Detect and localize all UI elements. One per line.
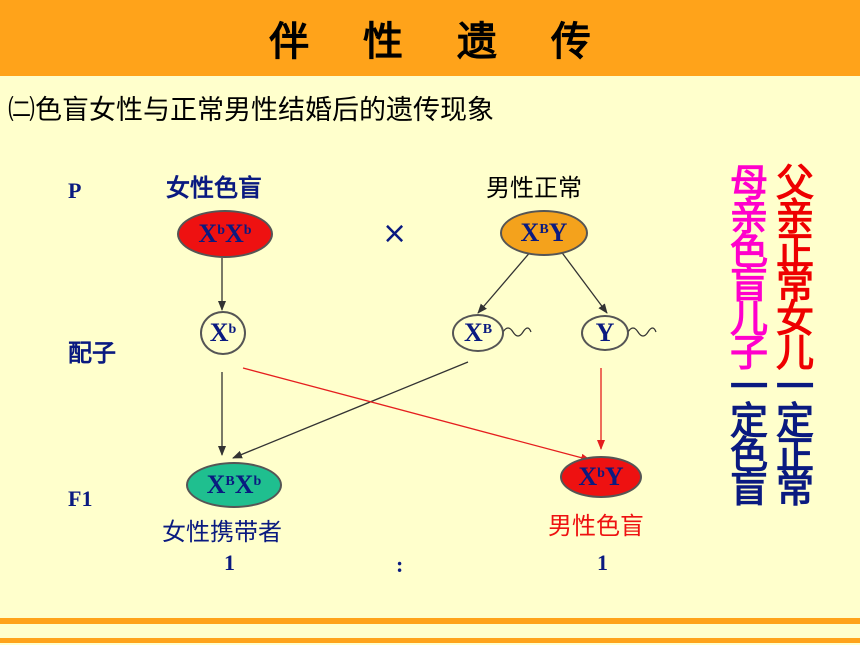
- arrow-xB-male-to-f1: [232, 361, 469, 459]
- row-label-f1: F1: [68, 486, 93, 511]
- side-text-mother: 母亲色盲儿子一定色盲: [729, 161, 768, 511]
- row-label-p: P: [68, 178, 82, 203]
- f1-male-label: 男性色盲: [548, 512, 644, 540]
- arrow-xb-female-to-male-f1: [242, 367, 591, 462]
- bottom-rule-top: [0, 618, 860, 624]
- arrow-male-parent-to-y: [559, 249, 608, 314]
- male-parent-label: 男性正常: [486, 174, 582, 202]
- sperm-tail-y: [627, 327, 657, 337]
- page-title: 伴 性 遗 传: [269, 18, 611, 65]
- bottom-rule-bottom: [0, 638, 860, 643]
- cross-symbol: ×: [382, 216, 408, 251]
- row-label-gamete: 配子: [68, 339, 116, 367]
- ratio-female: 1: [224, 550, 235, 575]
- ratio-separator: :: [396, 552, 404, 577]
- f1-female-label: 女性携带者: [162, 518, 282, 546]
- side-text-father: 父亲正常女儿一定正常: [775, 161, 814, 511]
- sperm-tail-xb: [502, 327, 532, 337]
- arrow-male-parent-to-xb: [477, 249, 533, 314]
- ratio-male: 1: [597, 550, 608, 575]
- gamete-male-y: Y: [581, 315, 629, 351]
- subtitle: ㈡色盲女性与正常男性结婚后的遗传现象: [8, 95, 494, 126]
- female-parent-label: 女性色盲: [166, 174, 262, 202]
- title-bar: 伴 性 遗 传: [0, 0, 860, 76]
